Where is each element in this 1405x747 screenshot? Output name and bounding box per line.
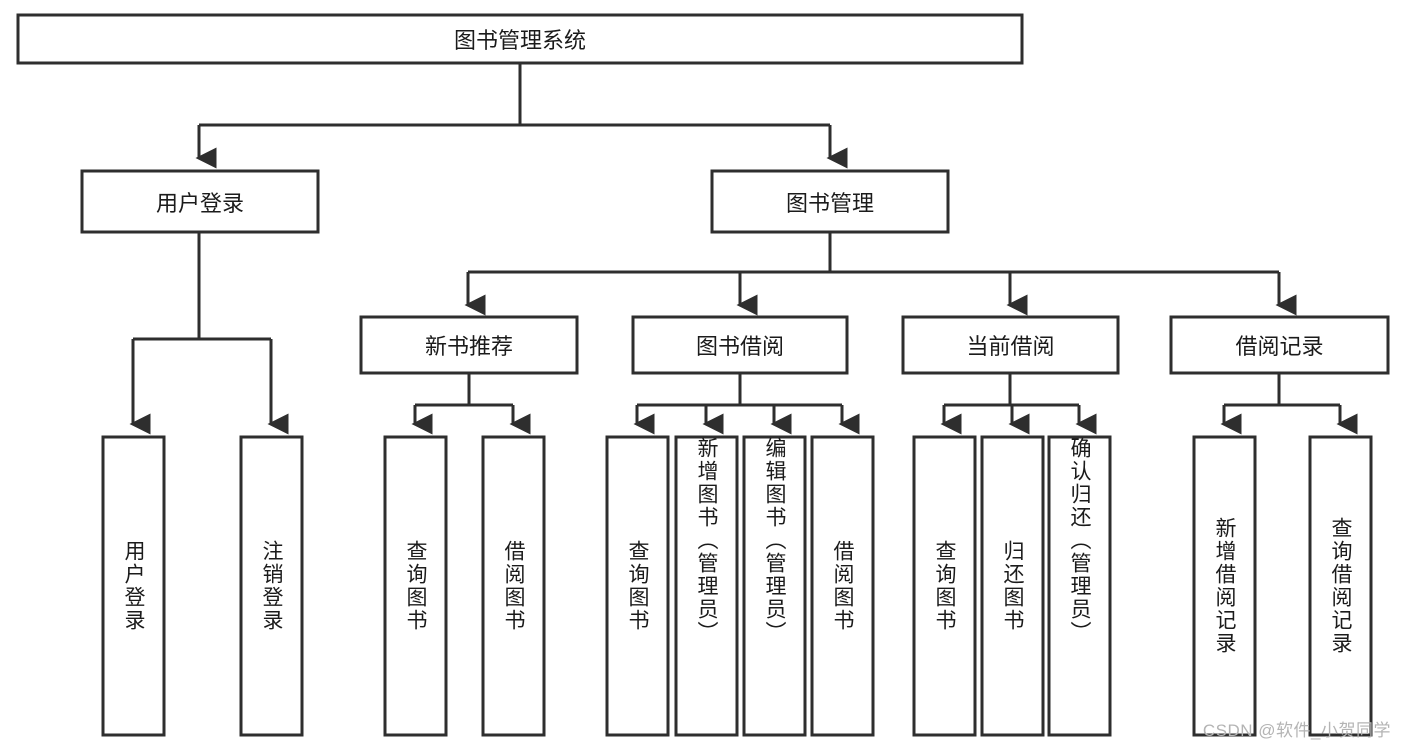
node-root[interactable]: [16, 13, 1024, 65]
leaf-box-search-books-current[interactable]: [912, 435, 977, 737]
node-current-borrow[interactable]: [901, 315, 1120, 375]
leaf-box-user-login[interactable]: [101, 435, 166, 737]
node-book-borrow[interactable]: [631, 315, 849, 375]
leaf-box-search-books-new[interactable]: [383, 435, 448, 737]
node-book-management[interactable]: [710, 169, 950, 234]
leaf-box-confirm-return-admin[interactable]: [1047, 435, 1112, 737]
leaf-box-return-book[interactable]: [980, 435, 1045, 737]
leaf-box-borrow-books-new[interactable]: [481, 435, 546, 737]
node-user-login[interactable]: [80, 169, 320, 234]
leaf-box-add-book-admin[interactable]: [674, 435, 739, 737]
leaf-box-add-borrow-record[interactable]: [1192, 435, 1257, 737]
node-borrow-records[interactable]: [1169, 315, 1390, 375]
node-new-book-recommend[interactable]: [359, 315, 579, 375]
leaf-box-logout[interactable]: [239, 435, 304, 737]
leaf-box-edit-book-admin[interactable]: [742, 435, 807, 737]
leaf-box-borrow-book[interactable]: [810, 435, 875, 737]
leaf-box-search-books-borrow[interactable]: [605, 435, 670, 737]
leaf-box-search-borrow-record[interactable]: [1308, 435, 1373, 737]
